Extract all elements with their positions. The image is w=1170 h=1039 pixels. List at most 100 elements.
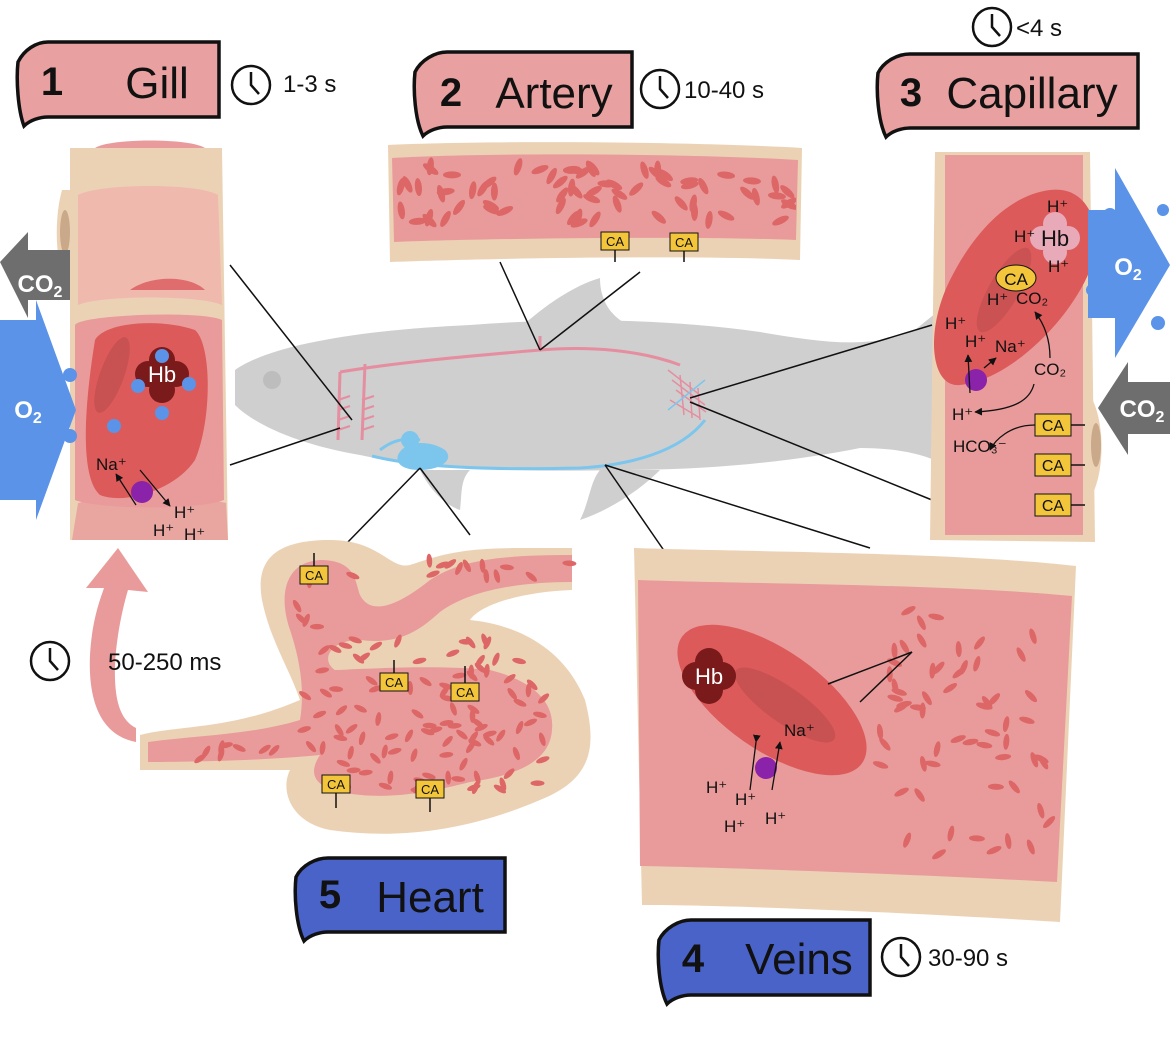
red-blood-cell: [612, 195, 622, 213]
veins-h-label-2: H⁺: [735, 790, 756, 809]
red-blood-cell: [408, 217, 427, 225]
red-blood-cell: [474, 662, 486, 673]
red-blood-cell: [533, 711, 547, 718]
red-blood-cell: [903, 832, 912, 848]
red-blood-cell: [365, 676, 378, 686]
capillary-hb-label: Hb: [1041, 226, 1069, 251]
red-blood-cell: [768, 192, 786, 200]
red-blood-cell: [420, 728, 435, 736]
gill-h-label-3: H⁺: [184, 525, 205, 544]
gill-filaments: [337, 395, 375, 431]
red-blood-cell: [879, 737, 891, 751]
red-blood-cell: [452, 672, 467, 679]
red-blood-cell: [402, 176, 413, 193]
red-blood-cell: [378, 782, 393, 790]
stage-number-capillary: 3: [900, 71, 922, 115]
stage-number-artery: 2: [440, 71, 462, 115]
red-blood-cell: [570, 218, 588, 228]
capillary-h-a: H⁺: [945, 314, 966, 333]
red-blood-cell: [691, 202, 698, 221]
red-blood-cell: [468, 738, 482, 747]
red-blood-cell: [490, 182, 498, 201]
red-blood-cell: [394, 634, 402, 648]
svg-text:CA: CA: [675, 235, 693, 250]
red-blood-cell: [436, 184, 446, 203]
red-blood-cell: [219, 742, 233, 749]
heart-ca-4: CA: [321, 774, 351, 808]
clock-icon: [971, 6, 1013, 48]
red-blood-cell: [657, 169, 673, 182]
heart-ca-5: CA: [415, 779, 445, 812]
red-blood-cell: [780, 185, 795, 199]
gill-hb-label: Hb: [148, 362, 176, 387]
red-blood-cell: [1024, 690, 1038, 703]
red-blood-cell: [439, 682, 453, 690]
red-blood-cell: [439, 685, 450, 698]
red-blood-cell: [743, 177, 761, 185]
red-blood-cell: [217, 747, 225, 762]
capillary-hco3: HCO₃⁻: [953, 437, 1007, 456]
red-blood-cell: [674, 196, 688, 211]
red-blood-cell: [319, 688, 332, 698]
red-blood-cell: [1003, 733, 1010, 750]
red-blood-cell: [950, 735, 966, 744]
red-blood-cell: [369, 641, 383, 651]
red-blood-cell: [407, 681, 414, 695]
red-blood-cell: [503, 768, 515, 779]
red-blood-cell: [458, 638, 473, 645]
capillary-ca-box-1: CA: [1034, 413, 1085, 437]
red-blood-cell: [335, 705, 348, 716]
red-blood-cell: [346, 571, 360, 580]
red-blood-cell: [536, 756, 550, 764]
svg-text:CA: CA: [1004, 270, 1028, 289]
gill-o2-arrow: O2: [0, 300, 76, 520]
red-blood-cell: [585, 160, 596, 178]
red-blood-cell: [781, 199, 796, 210]
red-blood-cell: [268, 744, 280, 756]
red-blood-cell: [468, 664, 475, 679]
heart-on-fish: [397, 431, 449, 470]
red-blood-cell: [705, 210, 713, 229]
red-blood-cell: [471, 780, 480, 795]
red-blood-cell: [297, 726, 311, 733]
stage-label-veins: 4 Veins 30-90 s: [656, 918, 1008, 1007]
red-blood-cell: [456, 729, 468, 740]
capillary-hemoglobin: Hb: [1030, 212, 1080, 264]
red-blood-cell: [894, 787, 909, 797]
red-blood-cell: [468, 181, 477, 200]
red-blood-cell: [358, 652, 370, 662]
red-blood-cell: [1019, 716, 1035, 724]
red-blood-cell: [952, 667, 966, 679]
red-blood-cell: [962, 738, 979, 746]
red-blood-cell: [648, 166, 664, 180]
red-blood-cell: [955, 641, 962, 658]
red-blood-cell: [556, 187, 569, 203]
gill-na-label: Na⁺: [96, 455, 127, 474]
red-blood-cell: [680, 181, 699, 190]
capillary-h-left: H⁺: [1014, 227, 1035, 246]
capillary-h-ca: H⁺: [987, 290, 1008, 309]
artery-ca-1: CA: [600, 231, 630, 262]
stage-label-gill: 1 Gill 1-3 s: [15, 40, 336, 130]
red-blood-cell: [876, 723, 884, 740]
red-blood-cell: [483, 663, 490, 678]
red-blood-cell: [924, 760, 941, 768]
heart-ca-1: CA: [299, 553, 329, 585]
red-blood-cell: [771, 175, 780, 194]
red-blood-cell: [531, 165, 549, 175]
red-blood-cell: [446, 649, 460, 657]
red-blood-cell: [943, 683, 958, 694]
red-blood-cell: [474, 723, 488, 732]
red-blood-cell: [381, 744, 388, 759]
veins-h-label-4: H⁺: [765, 809, 786, 828]
red-blood-cell: [1033, 754, 1049, 764]
red-blood-cell: [444, 559, 457, 569]
red-blood-cell: [482, 730, 497, 738]
red-blood-cell: [292, 599, 302, 613]
stage-name-veins: Veins: [745, 935, 853, 984]
heart-ca-3: CA: [450, 666, 480, 702]
red-blood-cell: [928, 613, 945, 621]
gill-hemoglobin: Hb: [131, 347, 196, 420]
gill-co2-label: CO2: [18, 271, 63, 301]
red-blood-cell: [445, 770, 452, 785]
